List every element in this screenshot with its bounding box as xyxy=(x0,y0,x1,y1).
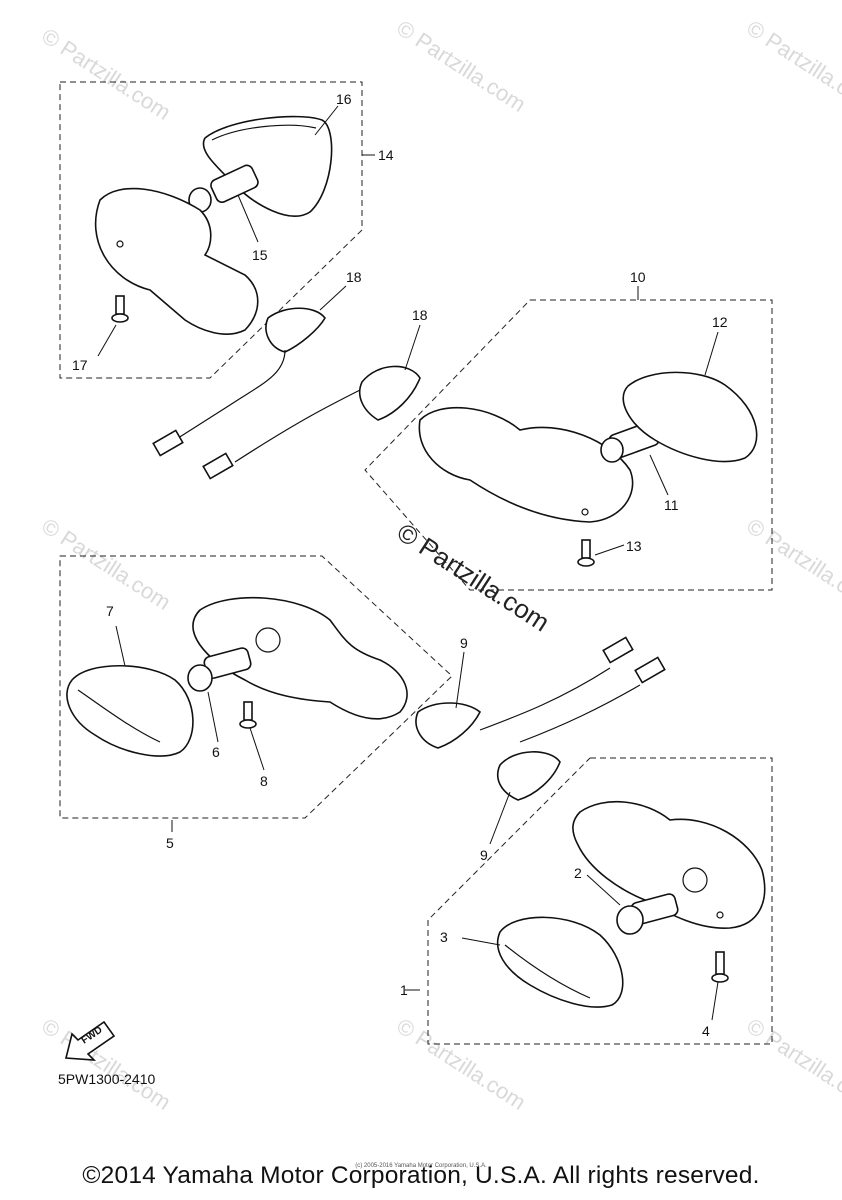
tiny-copyright: (c) 2005-2016 Yamaha Motor Corporation, … xyxy=(355,1163,487,1169)
callout-14: 14 xyxy=(378,147,394,163)
grommet-18b xyxy=(358,365,421,421)
lens-12 xyxy=(622,371,758,463)
callouts: 1 2 3 4 5 6 7 8 9 9 10 11 12 13 14 15 16 xyxy=(72,91,728,1039)
assembly-5-boundary xyxy=(59,555,453,819)
callout-9b: 9 xyxy=(480,847,488,863)
callout-10: 10 xyxy=(630,269,646,285)
screw-4 xyxy=(715,951,725,975)
callout-13: 13 xyxy=(626,538,642,554)
screw-13 xyxy=(581,539,591,559)
watermark-tile: © Partzilla.com xyxy=(37,23,175,125)
assembly-10-boundary xyxy=(364,299,773,591)
callout-7: 7 xyxy=(106,603,114,619)
socket-5 xyxy=(255,627,281,653)
lens-3 xyxy=(496,916,624,1008)
housing-1 xyxy=(572,800,766,929)
lens-16-rim xyxy=(211,124,317,141)
callout-6: 6 xyxy=(212,744,220,760)
callout-17: 17 xyxy=(72,357,88,373)
watermark-tile: © Partzilla.com xyxy=(392,15,530,117)
watermark-main: © Partzilla.com xyxy=(392,517,555,638)
turn-signal-assembly-14 xyxy=(94,115,333,353)
wire-upper-2 xyxy=(234,384,371,463)
assembly-14-boundary xyxy=(59,81,363,379)
screw-4-head xyxy=(711,973,729,983)
screw-17 xyxy=(115,295,125,315)
callout-8: 8 xyxy=(260,773,268,789)
callout-3: 3 xyxy=(440,929,448,945)
screw-hole-17 xyxy=(116,240,124,248)
socket-1 xyxy=(682,867,708,893)
housing-14 xyxy=(94,187,259,335)
callout-9a: 9 xyxy=(460,635,468,651)
wire-mid-1 xyxy=(479,667,611,731)
screw-13-head xyxy=(577,557,595,567)
callout-16: 16 xyxy=(336,91,352,107)
wire-mid-2 xyxy=(519,684,641,743)
grommet-18 xyxy=(265,307,326,353)
grommet-9b xyxy=(496,751,561,801)
callout-18b: 18 xyxy=(412,307,428,323)
turn-signal-assembly-1 xyxy=(496,751,766,1008)
callout-1: 1 xyxy=(400,982,408,998)
assembly-1-boundary xyxy=(427,757,773,1045)
screw-hole-13 xyxy=(581,508,589,516)
callout-11: 11 xyxy=(664,497,679,513)
wire-upper-1 xyxy=(174,349,286,441)
screw-8 xyxy=(243,701,253,721)
screw-8-head xyxy=(239,719,257,729)
lens-7 xyxy=(66,665,194,757)
connector-mid-1 xyxy=(602,636,634,664)
watermark-tile: © Partzilla.com xyxy=(37,513,175,615)
watermark-tile: © Partzilla.com xyxy=(742,513,842,615)
lens-3-grid xyxy=(504,944,591,999)
turn-signal-assembly-5 xyxy=(66,596,482,757)
copyright-footer: ©2014 Yamaha Motor Corporation, U.S.A. A… xyxy=(82,1162,760,1189)
connector-mid-2 xyxy=(634,656,666,684)
callout-2: 2 xyxy=(574,865,582,881)
bulb-11-glass xyxy=(600,437,624,463)
housing-5 xyxy=(192,596,408,720)
bulb-6-glass xyxy=(187,664,213,692)
bulb-15 xyxy=(210,164,259,203)
callout-18a: 18 xyxy=(346,269,362,285)
watermark-tile: © Partzilla.com xyxy=(742,1013,842,1115)
connector-upper-1 xyxy=(152,429,184,457)
lens-7-grid xyxy=(77,689,161,743)
bulb-2-glass xyxy=(616,905,644,935)
screw-17-head xyxy=(111,313,129,323)
connector-upper-2 xyxy=(202,452,234,480)
screw-hole-4 xyxy=(716,911,724,919)
callout-5: 5 xyxy=(166,835,174,851)
turn-signal-assembly-10 xyxy=(358,365,758,567)
callout-15: 15 xyxy=(252,247,268,263)
part-code: 5PW1300-2410 xyxy=(58,1071,156,1087)
housing-10 xyxy=(418,406,634,523)
grommet-9a xyxy=(415,702,482,749)
watermark-tile: © Partzilla.com xyxy=(742,15,842,117)
watermark-tile: © Partzilla.com xyxy=(392,1013,530,1115)
callout-12: 12 xyxy=(712,314,728,330)
callout-4: 4 xyxy=(702,1023,710,1039)
